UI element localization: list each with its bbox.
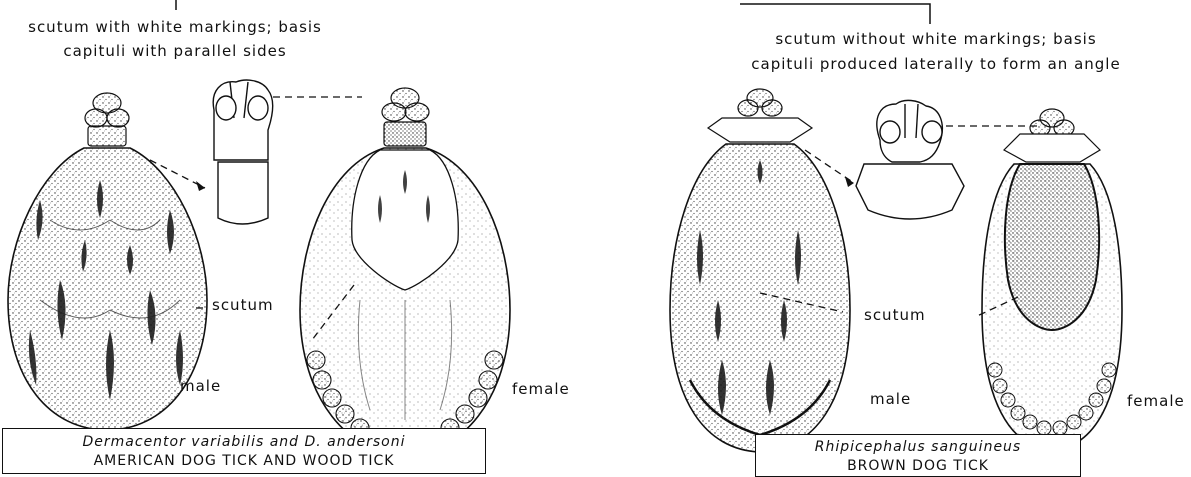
right-scutum-label: scutum [864, 306, 926, 324]
left-species-scientific: Dermacentor variabilis and D. andersoni [3, 433, 485, 452]
dermacentor-capitulum-detail [213, 80, 272, 224]
rhipicephalus-capitulum-detail [856, 100, 964, 219]
right-species-box: Rhipicephalus sanguineus BROWN DOG TICK [755, 434, 1081, 477]
left-female-label: female [512, 380, 570, 398]
left-species-box: Dermacentor variabilis and D. andersoni … [2, 428, 486, 474]
right-species-scientific: Rhipicephalus sanguineus [756, 438, 1080, 457]
left-male-label: male [180, 377, 221, 395]
dermacentor-female-illustration [300, 88, 510, 455]
right-male-label: male [870, 390, 911, 408]
left-species-common: AMERICAN DOG TICK AND WOOD TICK [3, 452, 485, 471]
right-top-bracket [740, 4, 930, 24]
right-female-label: female [1127, 392, 1185, 410]
left-leader-arrowhead [196, 181, 205, 191]
right-leader-arrowhead [845, 177, 854, 187]
dermacentor-male-illustration [8, 93, 207, 430]
right-species-common: BROWN DOG TICK [756, 457, 1080, 476]
right-description-line1: scutum without white markings; basis [716, 30, 1156, 48]
left-description-line2: capituli with parallel sides [10, 42, 340, 60]
rhipicephalus-male-illustration [670, 89, 850, 452]
rhipicephalus-female-illustration [982, 109, 1122, 450]
right-description-line2: capituli produced laterally to form an a… [716, 55, 1156, 73]
left-scutum-label: scutum [212, 296, 274, 314]
left-description-line1: scutum with white markings; basis [10, 18, 340, 36]
